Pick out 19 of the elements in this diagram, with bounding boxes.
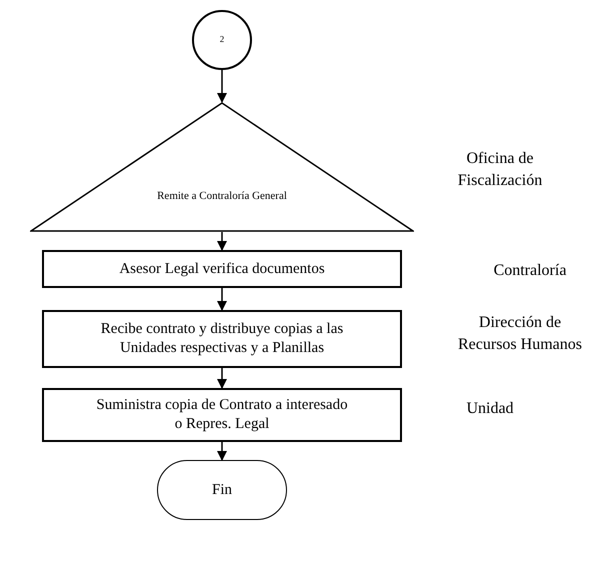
arrow: [217, 70, 227, 103]
node-label: Asesor Legal verifica documentos: [119, 260, 325, 278]
node-label: Remite a Contraloría General: [157, 190, 287, 202]
responsible-label: Dirección de Recursos Humanos: [457, 313, 583, 355]
responsible-label: Contraloría: [492, 261, 568, 281]
process-box: [42, 388, 402, 442]
arrow: [217, 232, 227, 251]
arrow: [217, 442, 227, 461]
node-label: 2: [220, 33, 224, 46]
arrow: [217, 368, 227, 389]
responsible-label: Oficina de Fiscalización: [456, 149, 544, 191]
triangle-shape: [30, 102, 414, 232]
process-box: [42, 250, 402, 288]
node-label: Suministra copia de Contrato a interesado o Repres. Legal: [95, 396, 349, 434]
node-label: Recibe contrato y distribuye copias a las Unidades respectivas y a Planillas: [100, 320, 344, 358]
process-box: [42, 310, 402, 368]
arrow: [217, 288, 227, 311]
responsible-label: Unidad: [465, 399, 515, 419]
node-label: Fin: [212, 480, 232, 500]
